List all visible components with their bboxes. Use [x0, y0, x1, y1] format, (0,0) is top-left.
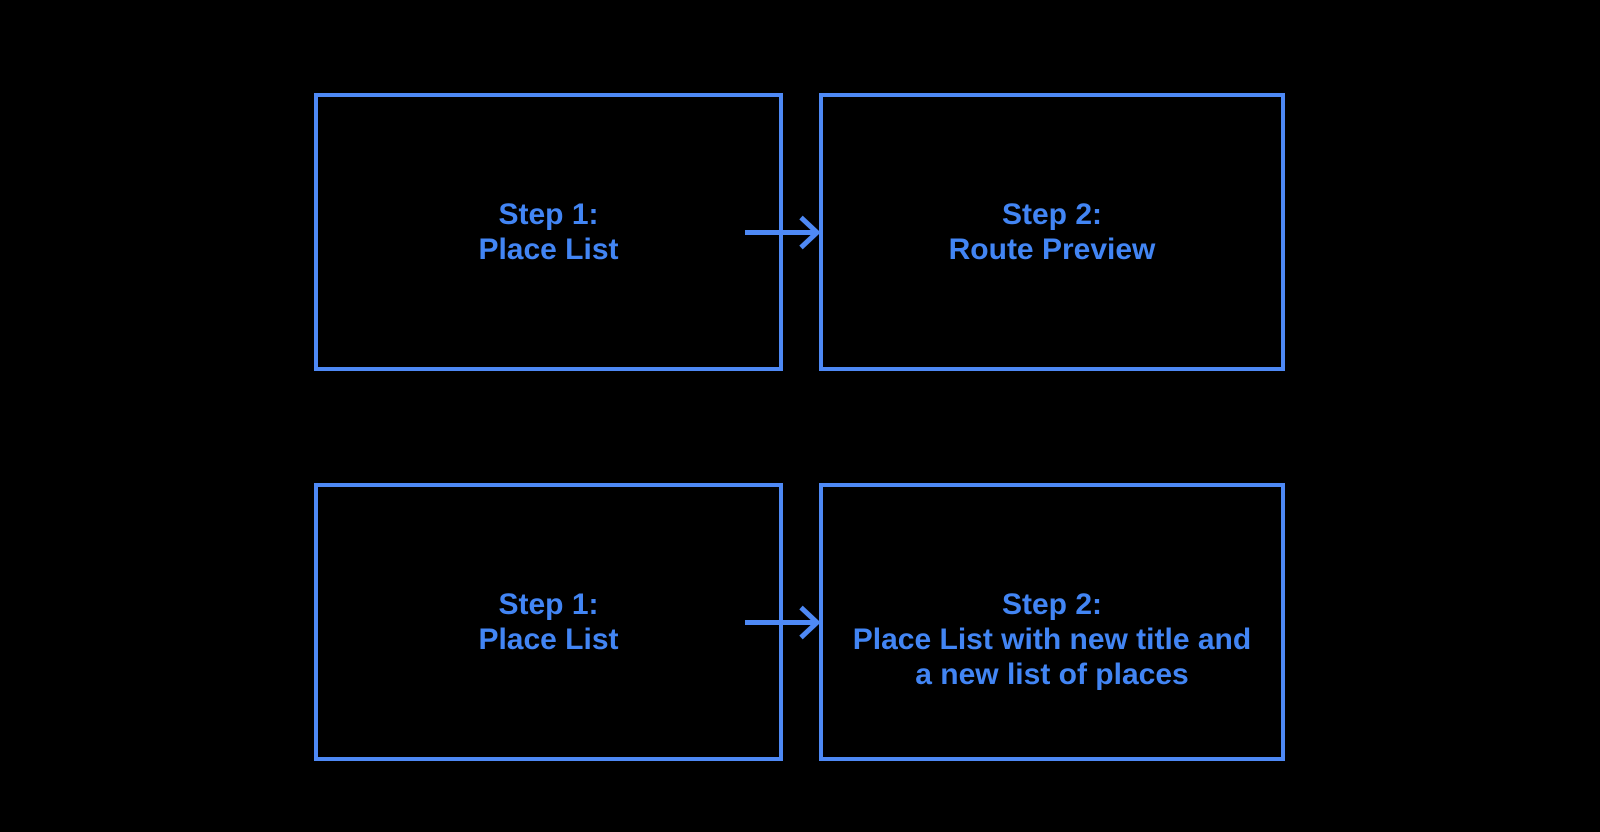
node-label-line: Step 1:: [498, 588, 599, 621]
flow2-step1-node: Step 1: Place List: [314, 483, 783, 761]
node-label-line: Place List: [478, 233, 619, 266]
node-label: Step 2: Place List with new title and a …: [853, 587, 1251, 692]
node-label: Step 2: Route Preview: [949, 197, 1156, 267]
node-label: Step 1: Place List: [478, 587, 618, 657]
node-label-line: a new list of places: [915, 658, 1189, 691]
flow1-step1-node: Step 1: Place List: [314, 93, 783, 371]
node-label-line: Place List: [478, 623, 619, 656]
node-label: Step 1: Place List: [478, 197, 618, 267]
node-label-line: Route Preview: [948, 233, 1156, 266]
flow2-step2-node: Step 2: Place List with new title and a …: [819, 483, 1285, 761]
node-label-line: Step 2:: [1001, 198, 1102, 231]
node-label-line: Place List with new title and: [852, 623, 1252, 656]
node-label-line: Step 2:: [1001, 588, 1102, 621]
flow1-step2-node: Step 2: Route Preview: [819, 93, 1285, 371]
node-label-line: Step 1:: [498, 198, 599, 231]
